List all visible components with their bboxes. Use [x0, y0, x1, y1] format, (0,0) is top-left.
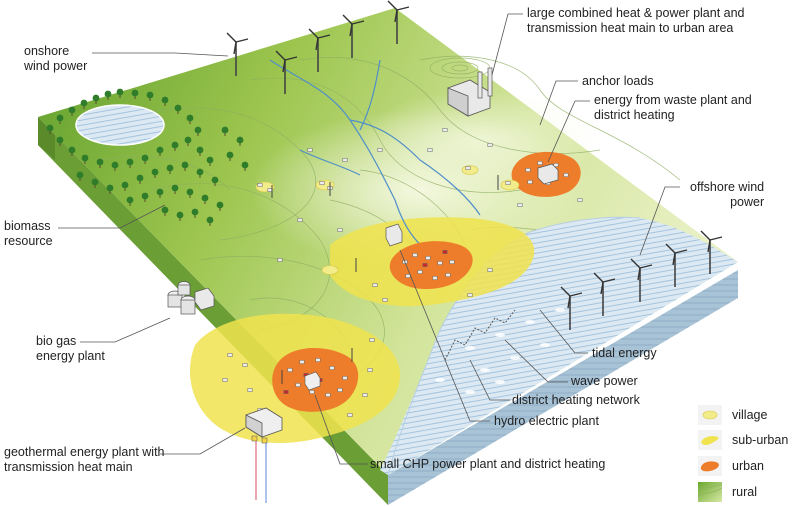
lake	[75, 104, 165, 146]
label-district-heating-network: district heating network	[512, 393, 640, 407]
legend-rural: rural	[698, 482, 798, 504]
legend-urban: urban	[698, 456, 798, 478]
legend-sub-urban: sub-urban	[698, 430, 798, 452]
label-biomass: biomass resource	[4, 219, 53, 248]
label-hydro: hydro electric plant	[494, 414, 599, 428]
district-heating-network-line	[444, 309, 516, 361]
label-tidal: tidal energy	[592, 346, 657, 360]
label-anchor-loads: anchor loads	[582, 74, 654, 88]
wave-markers	[435, 308, 565, 394]
sea-surface	[380, 217, 738, 475]
legend-village: village	[698, 405, 798, 427]
hydro-plant-icon	[385, 223, 403, 247]
wind-turbine-icon-small	[271, 175, 499, 384]
label-wave: wave power	[571, 374, 638, 388]
urban-zone-center	[389, 241, 473, 290]
geothermal-plant-icon	[245, 407, 283, 503]
power-plant-icon	[447, 67, 493, 117]
label-small-chp: small CHP power plant and district heati…	[370, 457, 606, 471]
callout-lines	[58, 13, 680, 465]
legend-sub-urban-label: sub-urban	[732, 433, 789, 447]
legend-rural-label: rural	[732, 485, 758, 499]
sea-side-face	[388, 270, 738, 505]
small-chp-plant-icon	[304, 371, 321, 391]
label-offshore-wind: offshore wind power	[690, 180, 765, 209]
rivers	[269, 59, 481, 256]
waste-plant-icon	[537, 163, 559, 185]
label-onshore-wind: onshore wind power	[24, 44, 88, 73]
label-energy-from-waste: energy from waste plant and district hea…	[594, 93, 752, 122]
label-bio-gas: bio gas energy plant	[36, 334, 105, 363]
biogas-tank-icon	[167, 281, 215, 315]
label-geothermal: geothermal energy plant with transmissio…	[4, 445, 165, 474]
legend-village-label: village	[732, 408, 768, 422]
legend-rural-swatch	[698, 482, 722, 502]
legend-urban-label: urban	[732, 459, 764, 473]
legend-village-swatch	[698, 405, 722, 425]
ground-front-face-shade	[38, 117, 55, 160]
legend-urban-swatch	[698, 456, 722, 476]
label-large-chp: large combined heat & power plant and tr…	[527, 6, 745, 35]
legend-sub-urban-swatch	[698, 430, 722, 450]
